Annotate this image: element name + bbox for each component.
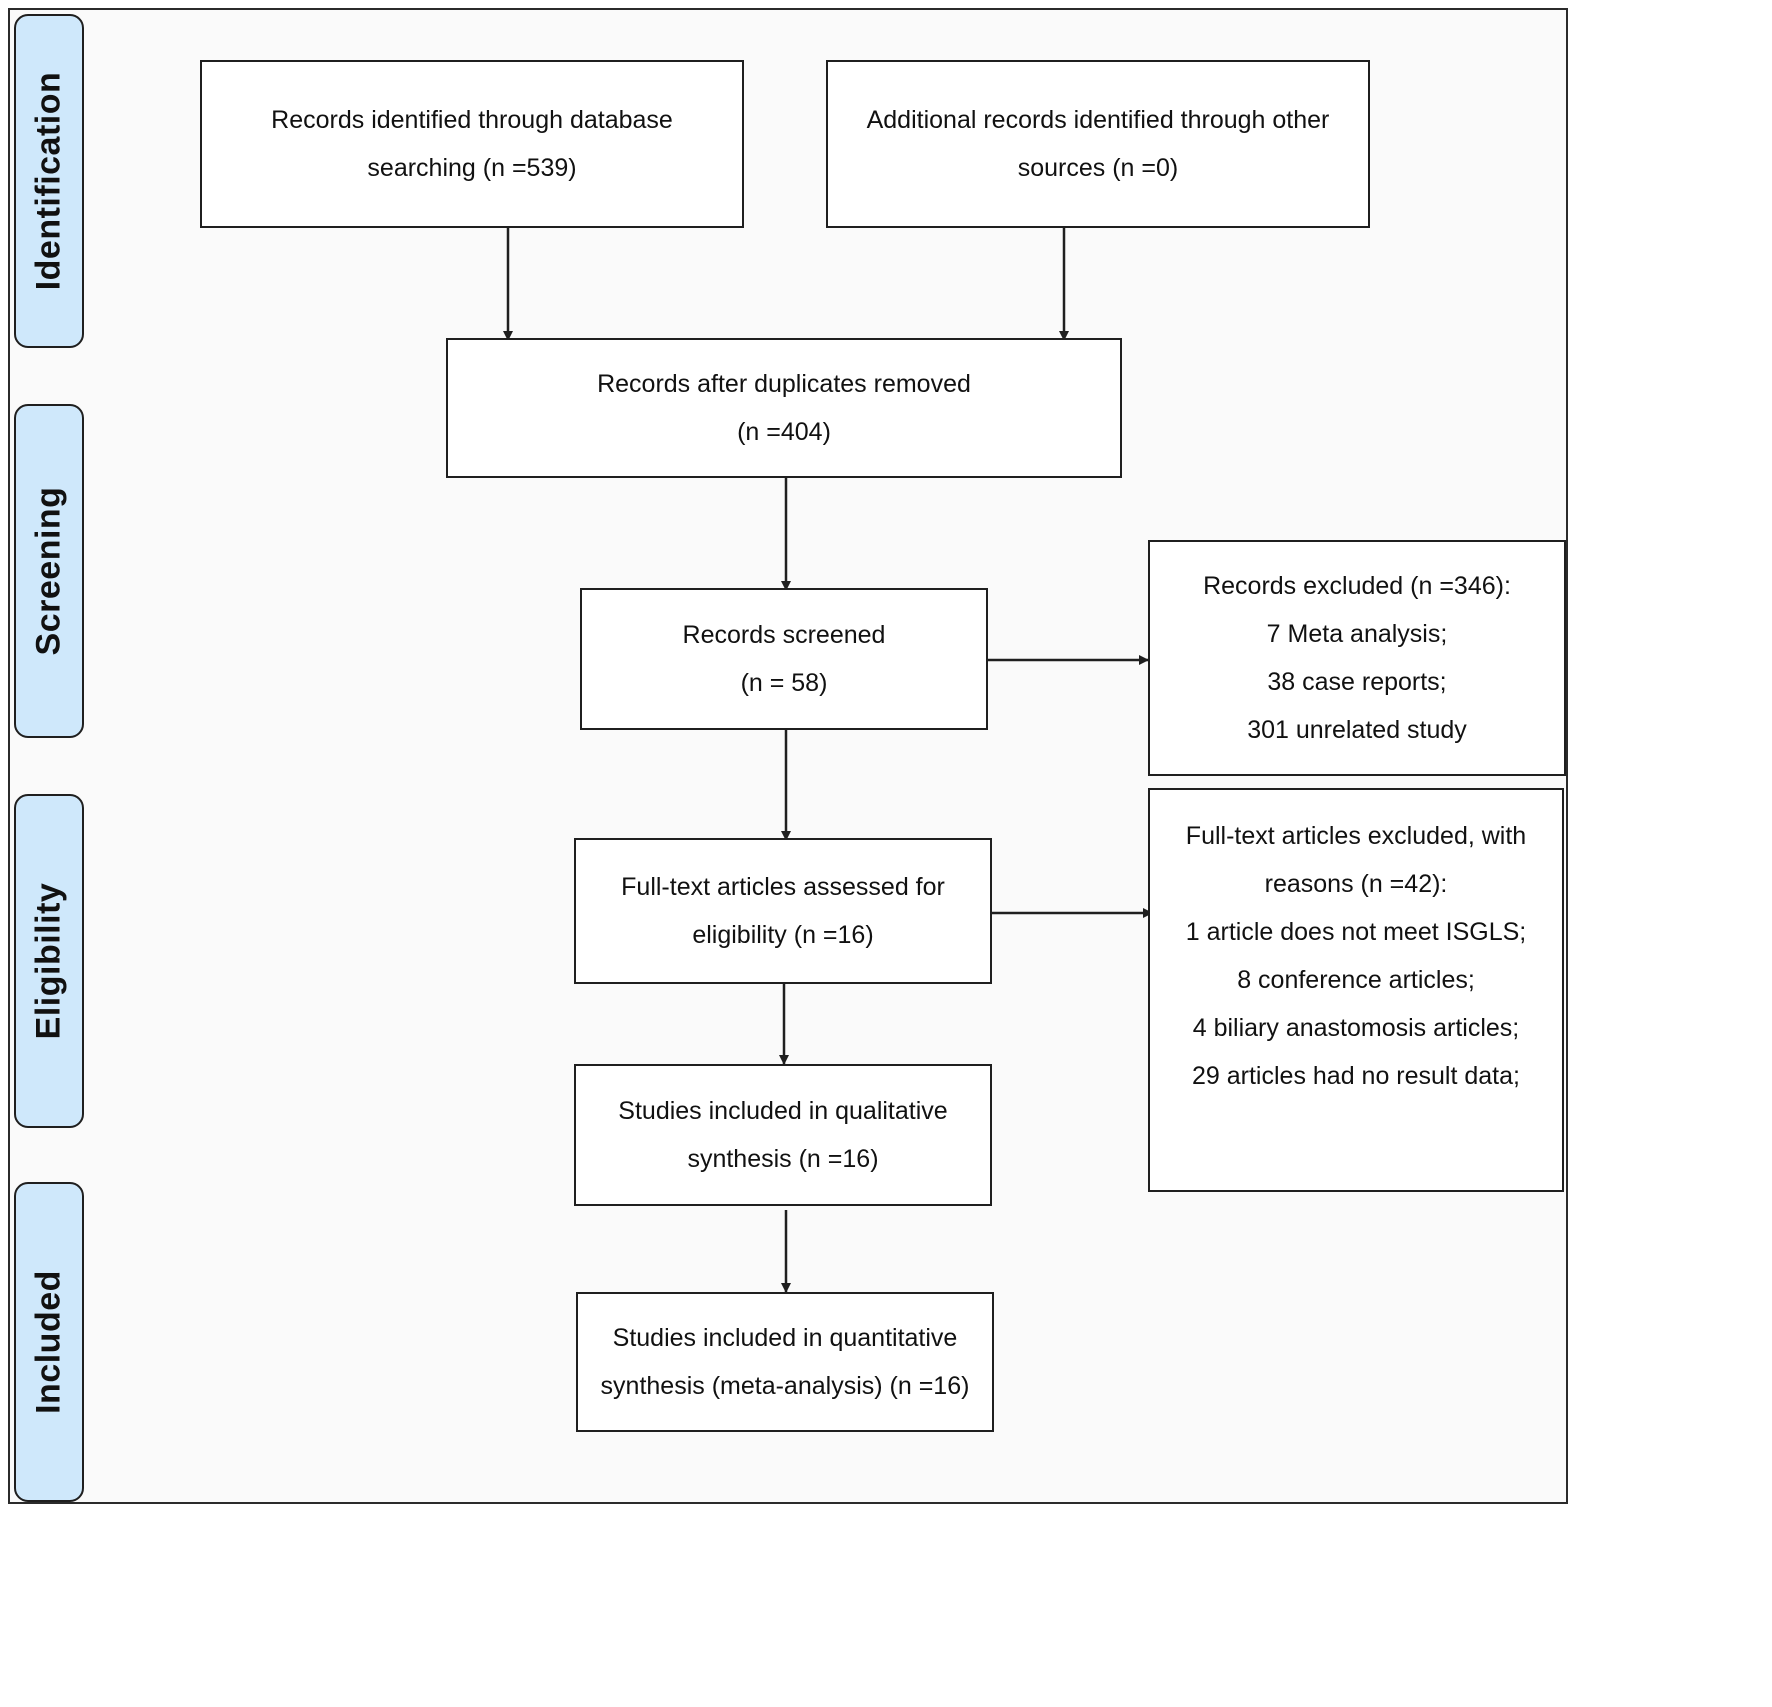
other-records-line1: Additional records identified through ot… [866,106,1330,134]
fulltext-excluded-line4: 8 conference articles; [1237,966,1475,994]
records-screened-line1: Records screened [682,621,886,649]
database-records-box: Records identified through database sear… [200,60,744,228]
fulltext-assessed-line2: eligibility (n =16) [692,921,874,949]
records-excluded-line4: 301 unrelated study [1247,716,1467,744]
prisma-flow-diagram: Identification Screening Eligibility Inc… [8,8,1568,1504]
qualitative-synthesis-box: Studies included in qualitative synthesi… [574,1064,992,1206]
records-excluded-line2: 7 Meta analysis; [1266,620,1448,648]
phase-identification: Identification [14,14,84,348]
fulltext-assessed-box: Full-text articles assessed for eligibil… [574,838,992,984]
fulltext-excluded-box: Full-text articles excluded, with reason… [1148,788,1564,1192]
records-screened-line2: (n = 58) [740,669,828,697]
fulltext-excluded-line6: 29 articles had no result data; [1192,1062,1520,1090]
quantitative-line1: Studies included in quantitative [612,1324,958,1352]
fulltext-excluded-line3: 1 article does not meet ISGLS; [1185,918,1527,946]
other-records-box: Additional records identified through ot… [826,60,1370,228]
quantitative-line2: synthesis (meta-analysis) (n =16) [600,1372,970,1400]
after-duplicates-line1: Records after duplicates removed [597,370,971,398]
records-excluded-line1: Records excluded (n =346): [1203,572,1511,600]
phase-included: Included [14,1182,84,1502]
phase-eligibility: Eligibility [14,794,84,1128]
database-records-line2: searching (n =539) [367,154,577,182]
qualitative-line2: synthesis (n =16) [687,1145,879,1173]
other-records-line2: sources (n =0) [1017,154,1179,182]
fulltext-excluded-line5: 4 biliary anastomosis articles; [1192,1014,1520,1042]
records-excluded-box: Records excluded (n =346): 7 Meta analys… [1148,540,1566,776]
connector-arrows [503,228,1153,1293]
quantitative-synthesis-box: Studies included in quantitative synthes… [576,1292,994,1432]
after-duplicates-line2: (n =404) [737,418,831,446]
fulltext-excluded-line2: reasons (n =42): [1264,870,1448,898]
phase-screening: Screening [14,404,84,738]
fulltext-excluded-line1: Full-text articles excluded, with [1185,822,1527,850]
database-records-line1: Records identified through database [271,106,673,134]
records-excluded-line3: 38 case reports; [1267,668,1447,696]
after-duplicates-box: Records after duplicates removed (n =404… [446,338,1122,478]
records-screened-box: Records screened (n = 58) [580,588,988,730]
qualitative-line1: Studies included in qualitative [618,1097,948,1125]
phase-rail: Identification Screening Eligibility Inc… [10,10,106,1502]
fulltext-assessed-line1: Full-text articles assessed for [621,873,945,901]
